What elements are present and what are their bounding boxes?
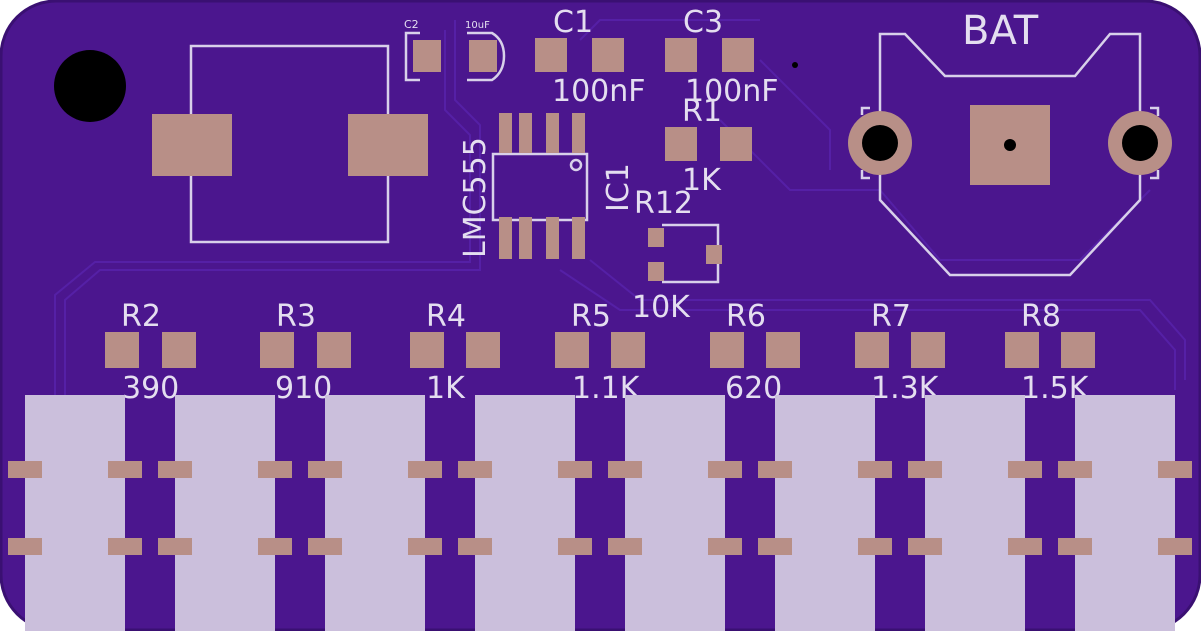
finger-side-pad (908, 461, 942, 478)
finger-side-pad (108, 461, 142, 478)
resistor-r3: R3 910 (260, 299, 351, 406)
finger-side-pad (858, 461, 892, 478)
c1-ref-label: C1 (553, 5, 593, 40)
r1-value-label: 1K (682, 163, 722, 198)
edge-finger-7 (925, 395, 1025, 631)
finger-side-pad (1158, 461, 1192, 478)
r4-value-label: 1K (426, 371, 466, 406)
c2-value-label: 10uF (465, 20, 490, 31)
r6-value-label: 620 (725, 371, 782, 406)
finger-side-pad (758, 538, 792, 555)
finger-side-pad (608, 538, 642, 555)
r2-ref-label: R2 (121, 299, 161, 334)
mounting-hole (54, 50, 126, 122)
finger-side-pad (308, 538, 342, 555)
r4-ref-label: R4 (426, 299, 466, 334)
edge-finger-4 (475, 395, 575, 631)
edge-finger-3 (325, 395, 425, 631)
capacitor-c2: C2 10uF (404, 18, 506, 82)
capacitor-c3: C3 100nF (665, 5, 798, 109)
resistor-row: R2 390 R3 910 R4 1K R5 1.1K R6 620 (105, 299, 1095, 406)
edge-finger-2 (175, 395, 275, 631)
finger-side-pad (1008, 461, 1042, 478)
finger-side-pad (8, 538, 42, 555)
finger-side-pad (608, 461, 642, 478)
finger-side-pad (858, 538, 892, 555)
c3-value-label: 100nF (685, 74, 779, 109)
finger-side-pad (1158, 538, 1192, 555)
finger-side-pad (558, 461, 592, 478)
copper-traces (29, 19, 1186, 600)
r5-ref-label: R5 (571, 299, 611, 334)
finger-side-pad (258, 538, 292, 555)
finger-side-pad (408, 461, 442, 478)
finger-side-pad (108, 538, 142, 555)
finger-side-pad (908, 538, 942, 555)
finger-side-pad (1058, 538, 1092, 555)
finger-side-pad (1058, 461, 1092, 478)
battery-holder: BAT (848, 8, 1172, 277)
trimmer-r12: R12 10K (632, 186, 722, 325)
finger-side-pad (558, 538, 592, 555)
edge-finger-6 (775, 395, 875, 631)
finger-side-pad (158, 538, 192, 555)
finger-side-pad (1008, 538, 1042, 555)
finger-side-pad (258, 461, 292, 478)
finger-side-pad (158, 461, 192, 478)
c1-value-label: 100nF (552, 74, 646, 109)
r12-value-label: 10K (632, 290, 691, 325)
resistor-r1: R1 1K (665, 94, 752, 198)
r6-ref-label: R6 (726, 299, 766, 334)
finger-side-pad (8, 461, 42, 478)
ic1-lmc555: LMC555 IC1 (458, 113, 636, 259)
r3-ref-label: R3 (276, 299, 316, 334)
edge-finger-1 (25, 395, 125, 631)
r2-value-label: 390 (122, 371, 179, 406)
r12-ref-label: R12 (634, 186, 693, 221)
resistor-r8: R8 1.5K (1005, 299, 1095, 406)
r8-ref-label: R8 (1021, 299, 1061, 334)
r3-value-label: 910 (275, 371, 332, 406)
large-smd-component (152, 44, 428, 244)
r7-ref-label: R7 (871, 299, 911, 334)
finger-side-pad (708, 461, 742, 478)
resistor-r2: R2 390 (105, 299, 196, 406)
finger-side-pad (708, 538, 742, 555)
finger-side-pad (408, 538, 442, 555)
finger-side-pad (308, 461, 342, 478)
bat-label: BAT (962, 8, 1039, 54)
c3-ref-label: C3 (683, 5, 723, 40)
finger-side-pad (758, 461, 792, 478)
resistor-r6: R6 620 (710, 299, 800, 406)
ic1-part-label: LMC555 (458, 137, 493, 258)
edge-finger-8 (1075, 395, 1175, 631)
edge-finger-5 (625, 395, 725, 631)
capacitor-c1: C1 100nF (535, 5, 646, 109)
finger-side-pad (458, 461, 492, 478)
finger-side-pad (458, 538, 492, 555)
c2-ref-label: C2 (404, 18, 419, 31)
ic1-ref-label: IC1 (601, 163, 636, 212)
edge-finger-row (8, 395, 1192, 631)
resistor-r4: R4 1K (410, 299, 500, 406)
r1-ref-label: R1 (682, 94, 722, 129)
resistor-r7: R7 1.3K (855, 299, 945, 406)
